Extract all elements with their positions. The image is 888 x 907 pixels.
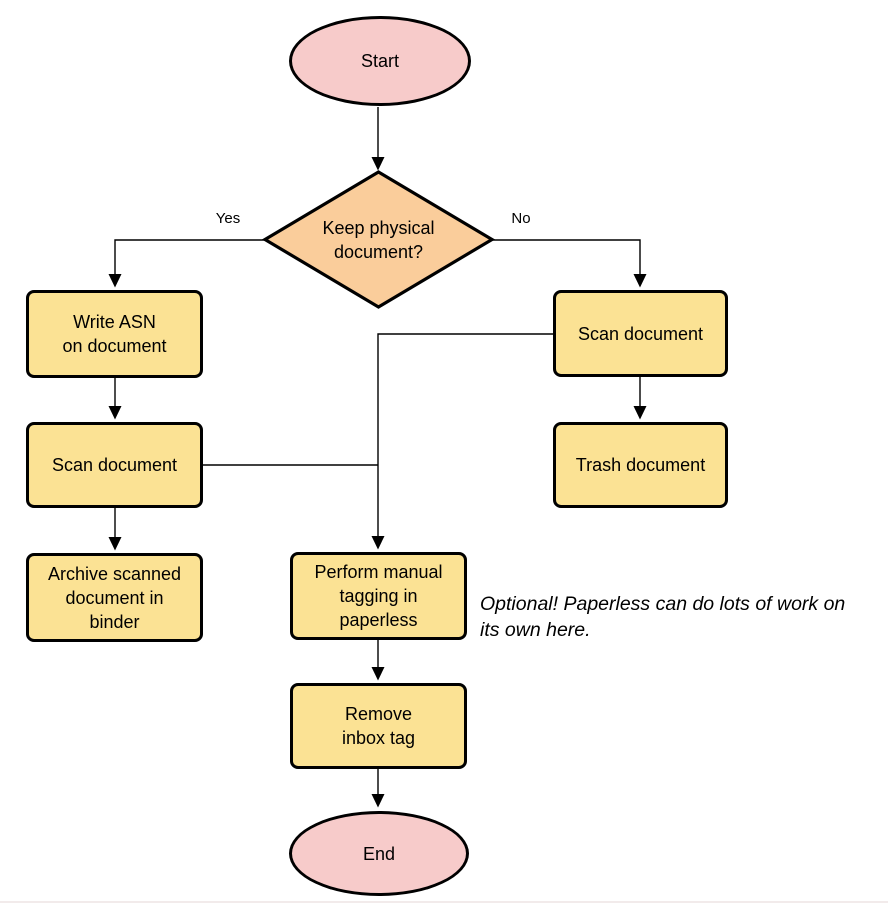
node-end: End [289,811,469,896]
node-remove-inbox-tag: Remove inbox tag [290,683,467,769]
edge-scan-right-to-tagging [371,333,553,550]
edge-decision-no-to-scan-right [492,239,647,288]
decision-diamond-shape [261,170,496,309]
node-archive-in-binder: Archive scanned document in binder [26,553,203,642]
node-scan-document-right: Scan document [553,290,728,377]
edge-decision-yes-to-write-asn [108,239,265,288]
node-trash-document: Trash document [553,422,728,508]
node-manual-tagging: Perform manual tagging in paperless [290,552,467,640]
edge-label-yes: Yes [215,210,241,227]
page-bottom-divider [0,901,888,903]
edge-label-no: No [511,210,531,227]
node-start: Start [289,16,471,106]
node-write-asn: Write ASN on document [26,290,203,378]
node-scan-document-left: Scan document [26,422,203,508]
node-decision-label: Keep physical document? [322,218,435,262]
optional-note: Optional! Paperless can do lots of work … [480,593,846,641]
